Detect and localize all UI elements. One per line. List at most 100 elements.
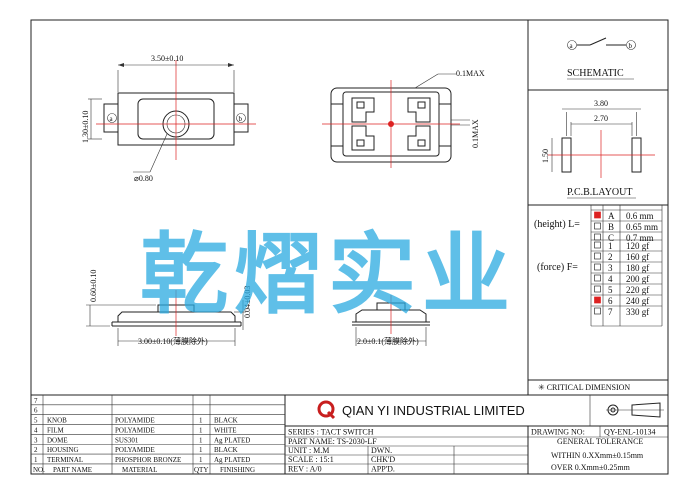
bom-row-qty: 1	[199, 446, 203, 454]
bom-row-part-name: FILM	[47, 426, 65, 434]
bom-row-finishing: Ag PLATED	[214, 456, 250, 464]
bom-row-no: 7	[34, 397, 38, 405]
chkd-label: CHK'D	[371, 455, 395, 464]
side-view: 2.0±0.1(薄膜除外)	[352, 295, 430, 346]
top-pin-a-label: a	[110, 115, 114, 123]
force-option-value: 330 gf	[626, 307, 649, 317]
bottom-max-right: 0.1MAX	[471, 119, 480, 148]
force-option-checkbox[interactable]	[594, 307, 601, 315]
force-option-code: 6	[608, 296, 613, 306]
bom-row-part-name: TERMINAL	[47, 456, 83, 464]
bom-row-qty: 1	[199, 426, 203, 434]
scale-text: SCALE : 15:1	[288, 455, 334, 464]
series-text: SERIES : TACT SWITCH	[288, 428, 374, 437]
bom-row-material: SUS301	[115, 436, 139, 444]
part-name-text: PART NAME: TS-2030-LF	[288, 437, 377, 446]
bom-row-finishing: BLACK	[214, 417, 238, 425]
drawing-no-label: DRAWING NO:	[531, 428, 585, 437]
watermark-text: 乾熠实业	[140, 223, 516, 326]
bom-row-finishing: WHITE	[214, 426, 237, 434]
bom-row-material: POLYAMIDE	[115, 417, 155, 425]
dwn-label: DWN.	[371, 446, 392, 455]
bom-row-material: PHOSPHOR BRONZE	[115, 456, 181, 464]
front-view: 0.60±0.10 0.04±0.03 3.00±0.10(薄膜除外)	[86, 270, 252, 346]
force-option-value: 120 gf	[626, 241, 649, 251]
bottom-max-top: 0.1MAX	[456, 69, 485, 78]
force-option-checkbox[interactable]	[594, 296, 601, 304]
force-option-checkbox[interactable]	[594, 285, 601, 293]
height-label: (height) L=	[534, 219, 580, 230]
tolerance-within: WITHIN 0.XXmm±0.15mm	[551, 451, 644, 460]
top-height-dim: 1.30±0.10	[81, 111, 90, 143]
height-option-code: A	[608, 211, 615, 221]
height-option-checkbox[interactable]	[594, 222, 601, 230]
pcb-layout-title: P.C.B.LAYOUT	[567, 187, 632, 198]
schematic-panel: a b SCHEMATIC	[528, 37, 668, 91]
bom-row-material: POLYAMIDE	[115, 426, 155, 434]
height-option-checkbox[interactable]	[594, 211, 601, 219]
side-width-dim: 2.0±0.1(薄膜除外)	[357, 336, 419, 346]
force-option-code: 7	[608, 307, 613, 317]
top-view: a b 3.50±0.10 1.30±0.10 ⌀0.80	[81, 54, 256, 183]
front-width-dim: 3.00±0.10(薄膜除外)	[138, 336, 208, 346]
bom-row-qty: 1	[199, 436, 203, 444]
projection-symbol	[606, 402, 664, 418]
bom-row-qty: 1	[199, 417, 203, 425]
unit-text: UNIT : M.M	[288, 446, 329, 455]
bom-row-qty: 1	[199, 456, 203, 464]
bom-row-no: 4	[34, 426, 38, 434]
hole-dim: ⌀0.80	[134, 174, 153, 183]
force-option-value: 240 gf	[626, 296, 649, 306]
top-width-dim: 3.50±0.10	[151, 54, 183, 63]
bom-row-no: 2	[34, 446, 38, 454]
bom-header-no: NO.	[33, 466, 45, 474]
schematic-pin-a: a	[570, 42, 574, 50]
bom-header-material: MATERIAL	[122, 466, 157, 474]
critical-dimension-note: ✳ CRITICAL DIMENSION	[538, 383, 630, 392]
front-gap-dim: 0.04±0.03	[243, 286, 252, 318]
bom-header-qty: QTY	[194, 466, 208, 474]
force-option-value: 160 gf	[626, 252, 649, 262]
bom-row-finishing: BLACK	[214, 446, 238, 454]
force-option-value: 200 gf	[626, 274, 649, 284]
title-block: QIAN YI INDUSTRIAL LIMITED SERIES : TACT…	[285, 395, 668, 474]
bottom-view: 0.1MAX 0.1MAX	[322, 69, 485, 168]
force-option-checkbox[interactable]	[594, 241, 601, 249]
force-option-code: 5	[608, 285, 613, 295]
force-option-value: 180 gf	[626, 263, 649, 273]
bom-row-finishing: Ag PLATED	[214, 436, 250, 444]
force-option-checkbox[interactable]	[594, 252, 601, 260]
bom-header-finishing: FINISHING	[220, 466, 255, 474]
bom-row-part-name: KNOB	[47, 417, 67, 425]
tolerance-over: OVER 0.Xmm±0.25mm	[551, 463, 631, 472]
bom-row-part-name: DOME	[47, 436, 68, 444]
schematic-pin-b: b	[629, 42, 633, 50]
pcb-layout-panel: 3.80 2.70 1.50 P.C.B.LAYOUT	[528, 99, 668, 206]
force-option-code: 1	[608, 241, 613, 251]
force-option-code: 3	[608, 263, 613, 273]
force-option-code: 4	[608, 274, 613, 284]
pcb-height-dim: 1.50	[541, 149, 550, 163]
top-pin-b-label: b	[239, 115, 243, 123]
bom-header-part-name: PART NAME	[53, 466, 92, 474]
rev-text: REV : A/0	[288, 465, 322, 474]
force-option-checkbox[interactable]	[594, 263, 601, 271]
height-option-code: C	[608, 233, 614, 243]
tolerance-title: GENERAL TOLERANCE	[557, 437, 643, 446]
bom-row-material: POLYAMIDE	[115, 446, 155, 454]
front-height-dim: 0.60±0.10	[89, 270, 98, 302]
bom-row-no: 6	[34, 407, 38, 415]
bom-row-no: 1	[34, 456, 38, 464]
bom-row-part-name: HOUSING	[47, 446, 79, 454]
force-option-checkbox[interactable]	[594, 274, 601, 282]
height-option-checkbox[interactable]	[594, 233, 601, 241]
force-option-code: 2	[608, 252, 613, 262]
height-option-value: 0.65 mm	[626, 222, 658, 232]
height-option-code: B	[608, 222, 614, 232]
pcb-outer-dim: 3.80	[594, 99, 608, 108]
bom-row-no: 3	[34, 436, 38, 444]
company-name: QIAN YI INDUSTRIAL LIMITED	[342, 403, 525, 418]
